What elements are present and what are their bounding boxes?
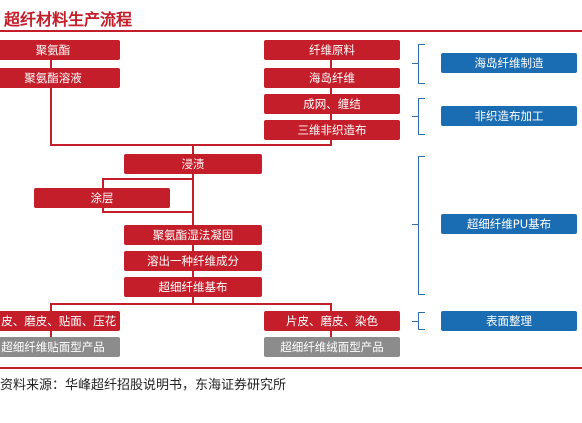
connector-line — [50, 88, 52, 145]
connector-line — [50, 329, 52, 337]
connector-line — [192, 295, 194, 304]
node-pu-solution: 聚氨酯溶液 — [0, 68, 120, 88]
stage-bracket — [418, 156, 419, 295]
stage-bracket — [418, 294, 425, 295]
stage-bracket — [418, 98, 419, 135]
node-product-laminated: 超细纤维贴面型产品 — [0, 337, 120, 357]
connector-line — [330, 138, 332, 145]
stage-nonwoven-processing: 非织造布加工 — [441, 106, 577, 126]
stage-bracket — [418, 329, 425, 330]
stage-bracket — [418, 312, 419, 330]
node-microfiber-base: 超细纤维基布 — [124, 277, 262, 297]
connector-line — [330, 112, 332, 120]
node-finish-left: 片皮、磨皮、贴面、压花 — [0, 311, 120, 331]
node-pu: 聚氨酯 — [0, 40, 120, 60]
connector-line — [330, 303, 332, 311]
stage-bracket — [418, 156, 425, 157]
stage-bracket — [418, 44, 419, 84]
title-rule — [0, 30, 582, 32]
node-pu-wet-coagulation: 聚氨酯湿法凝固 — [124, 225, 262, 245]
page-title: 超纤材料生产流程 — [4, 10, 133, 29]
connector-line — [192, 269, 194, 277]
connector-line — [102, 206, 104, 212]
connector-line — [102, 211, 194, 213]
stage-pu-base: 超细纤维PU基布 — [441, 214, 577, 234]
connector-line — [50, 303, 52, 311]
stage-bracket — [412, 63, 418, 64]
connector-line — [330, 329, 332, 337]
stage-bracket — [412, 224, 418, 225]
stage-surface-finish: 表面整理 — [441, 311, 577, 331]
connector-line — [192, 243, 194, 251]
stage-bracket — [418, 44, 425, 45]
stage-bracket — [418, 134, 425, 135]
connector-line — [330, 60, 332, 68]
stage-island-fiber-mfg: 海岛纤维制造 — [441, 53, 577, 73]
node-fiber-raw: 纤维原料 — [264, 40, 400, 60]
footer-rule — [0, 367, 582, 369]
node-impregnate: 浸渍 — [124, 154, 262, 174]
node-product-suede: 超细纤维绒面型产品 — [264, 337, 400, 357]
stage-bracket — [412, 321, 418, 322]
node-coating: 涂层 — [34, 188, 170, 208]
connector-line — [50, 303, 332, 305]
stage-bracket — [418, 98, 425, 99]
connector-line — [50, 60, 52, 68]
connector-line — [50, 144, 332, 146]
source-note: 资料来源：华峰超纤招股说明书，东海证券研究所 — [0, 378, 287, 393]
node-island-fiber: 海岛纤维 — [264, 68, 400, 88]
stage-bracket — [418, 312, 425, 313]
stage-bracket — [418, 83, 425, 84]
node-nonwoven-3d: 三维非织造布 — [264, 120, 400, 140]
connector-line — [192, 144, 194, 154]
node-finish-right: 片皮、磨皮、染色 — [264, 311, 400, 331]
stage-bracket — [412, 116, 418, 117]
connector-line — [102, 178, 194, 180]
connector-line — [330, 88, 332, 94]
node-web-entangle: 成网、缠结 — [264, 94, 400, 114]
node-dissolve-fiber: 溶出一种纤维成分 — [124, 251, 262, 271]
connector-line — [192, 173, 194, 225]
connector-line — [102, 178, 104, 188]
